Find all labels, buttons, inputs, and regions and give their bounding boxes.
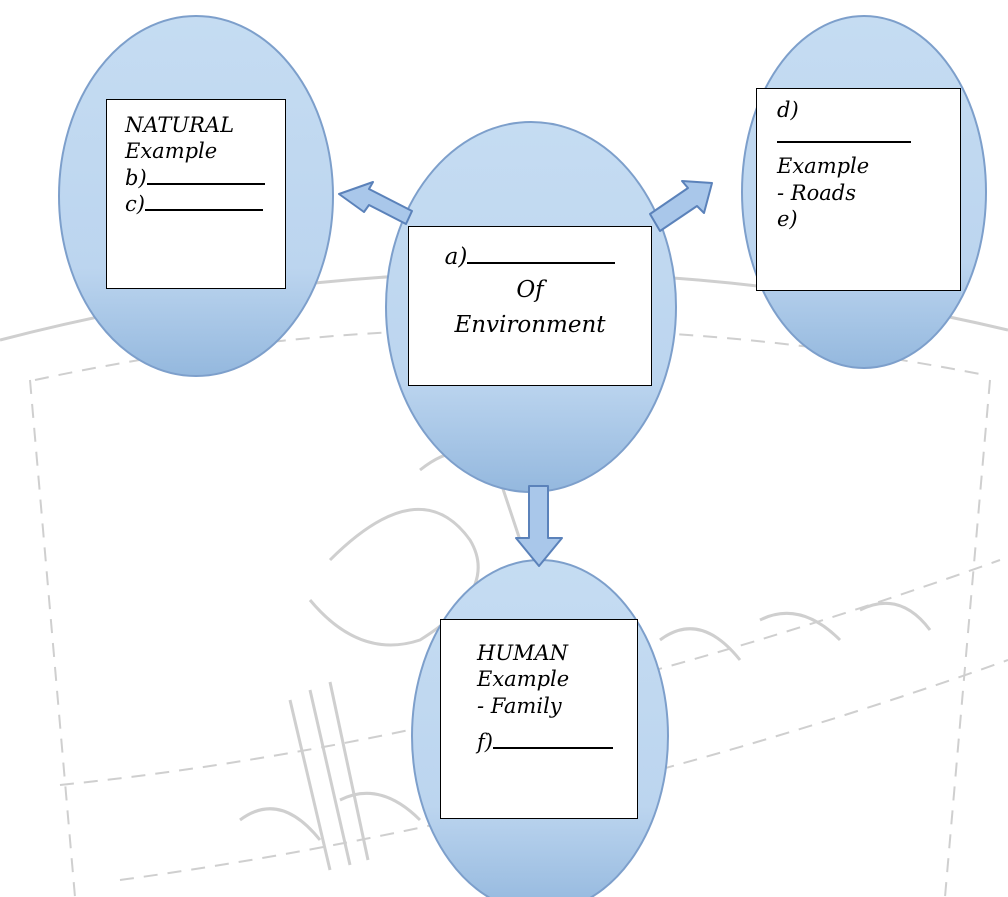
built-item-e: e) bbox=[777, 206, 798, 231]
human-item-f: f) bbox=[477, 729, 637, 755]
human-example-label: Example bbox=[477, 667, 570, 692]
natural-item-b-label: b) bbox=[125, 165, 147, 190]
watermark-shield-right-edge bbox=[944, 379, 991, 897]
human-title: HUMAN bbox=[477, 641, 569, 665]
natural-example-label: Example bbox=[125, 139, 218, 164]
human-box: HUMAN Example - Family f) bbox=[440, 619, 638, 819]
watermark-book-left bbox=[288, 681, 370, 871]
watermark-bird bbox=[308, 507, 480, 647]
arrow-to-built bbox=[649, 180, 713, 232]
human-item-f-label: f) bbox=[477, 729, 493, 754]
center-box: a) Of Environment bbox=[408, 226, 652, 386]
built-item-d-blank-line bbox=[777, 123, 960, 153]
blank-d bbox=[777, 141, 911, 144]
built-item-d: d) bbox=[777, 98, 799, 122]
blank-f bbox=[492, 746, 613, 749]
human-example-value: - Family bbox=[477, 693, 562, 718]
blank-a bbox=[467, 262, 616, 264]
watermark-shield-left-edge bbox=[29, 379, 76, 897]
built-example-value: - Roads bbox=[777, 180, 856, 205]
watermark-ribbon-lower bbox=[119, 659, 1008, 881]
built-example-label: Example bbox=[777, 154, 870, 179]
blank-c bbox=[144, 208, 263, 211]
center-line-environment: Environment bbox=[454, 311, 606, 338]
center-item-a-label: a) bbox=[444, 244, 468, 270]
blank-b bbox=[146, 182, 265, 185]
natural-item-c-label: c) bbox=[125, 191, 145, 216]
natural-box: NATURAL Example b) c) bbox=[106, 99, 286, 289]
center-line-of: Of bbox=[516, 276, 544, 303]
arrow-to-human bbox=[515, 485, 563, 567]
natural-item-c: c) bbox=[125, 191, 285, 217]
built-box: d) Example - Roads e) bbox=[756, 88, 961, 291]
natural-item-b: b) bbox=[125, 165, 285, 191]
arrow-to-natural bbox=[338, 181, 413, 225]
center-line-a: a) bbox=[409, 243, 651, 272]
natural-title: NATURAL bbox=[125, 113, 235, 137]
watermark-script bbox=[239, 601, 932, 841]
